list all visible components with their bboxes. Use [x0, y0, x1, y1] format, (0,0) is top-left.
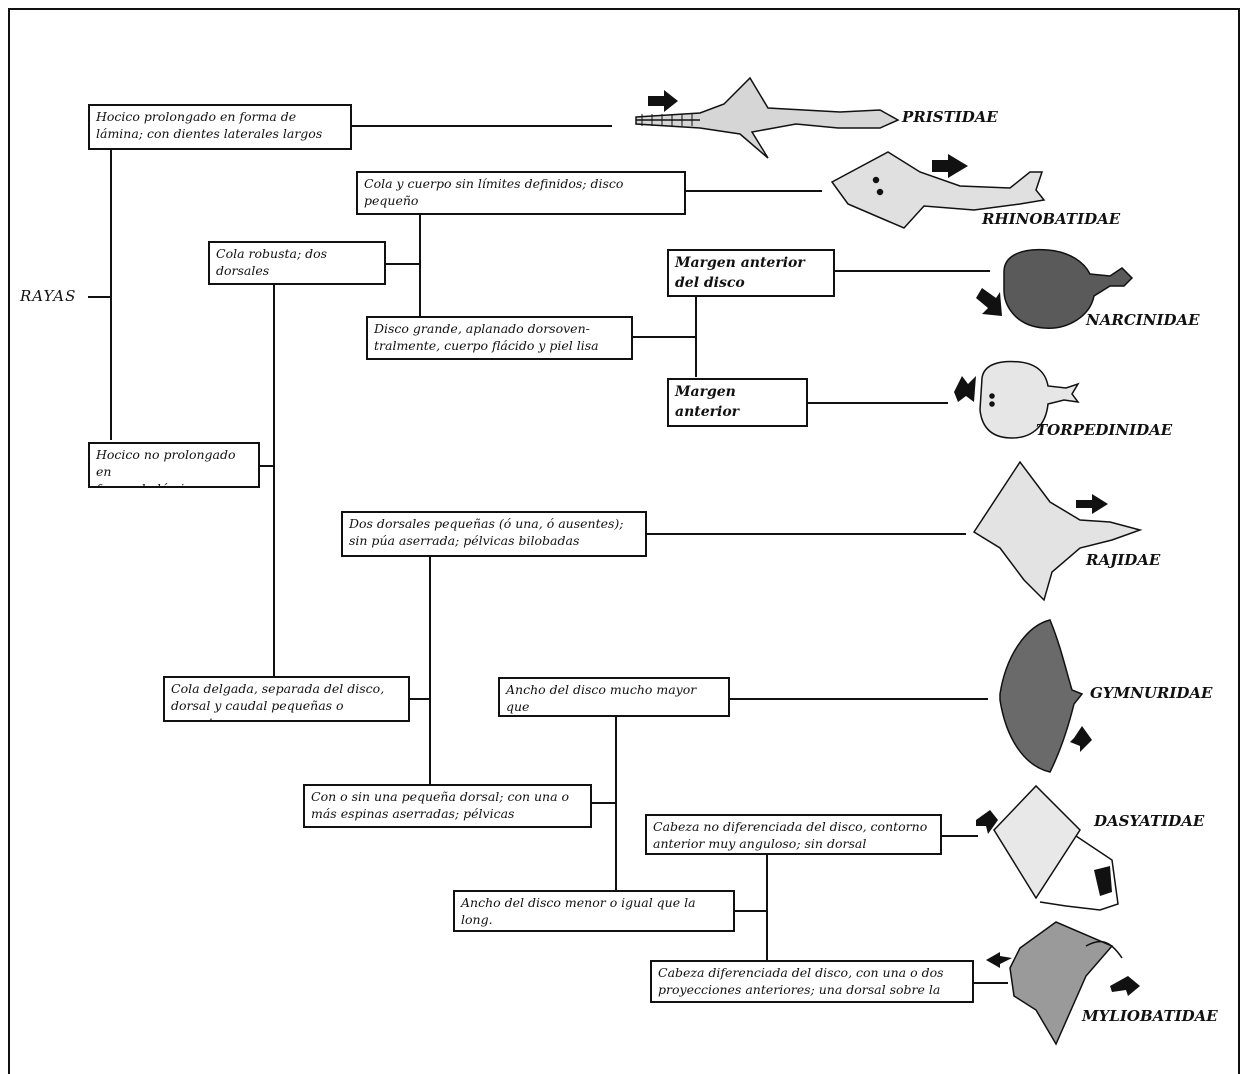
node-disco-grande: Disco grande, aplanado dorsoven- tralmen… — [366, 316, 633, 360]
node-dos-dorsales-pequenas: Dos dorsales pequeñas (ó una, ó ausentes… — [341, 511, 647, 557]
root-label-rayas: RAYAS — [20, 287, 77, 305]
family-label-gymnuridae: GYMNURIDAE — [1090, 684, 1213, 702]
sawfish-illustration — [635, 76, 900, 159]
family-label-myliobatidae: MYLIOBATIDAE — [1082, 1007, 1218, 1025]
stingray-illustration — [976, 784, 1119, 911]
family-label-rhinobatidae: RHINOBATIDAE — [982, 210, 1121, 228]
family-label-dasyatidae: DASYATIDAE — [1094, 812, 1205, 830]
node-hocico-no-prolongado: Hocico no prolongado en forma de lámina — [88, 442, 260, 488]
node-margen-recto: Margen anterior del disco recto — [667, 378, 808, 427]
node-con-o-sin-dorsal: Con o sin una pequeña dorsal; con una o … — [303, 784, 592, 828]
node-cola-delgada: Cola delgada, separada del disco, dorsal… — [163, 676, 410, 722]
family-label-rajidae: RAJIDAE — [1086, 551, 1161, 569]
node-ancho-menor: Ancho del disco menor o igual que la lon… — [453, 890, 735, 932]
node-hocico-prolongado: Hocico prolongado en forma de lámina; co… — [88, 104, 352, 150]
torpedo-ray-illustration — [954, 360, 1080, 439]
node-margen-redondeado: Margen anterior del disco redondeado — [667, 249, 835, 297]
eagle-ray-illustration — [986, 921, 1140, 1046]
node-cola-robusta: Cola robusta; dos dorsales grandes y una… — [208, 241, 386, 285]
node-cola-cuerpo-sin-limites: Cola y cuerpo sin límites definidos; dis… — [356, 171, 686, 215]
electric-ray-illustration — [976, 248, 1134, 329]
node-ancho-mayor: Ancho del disco mucho mayor que la longi… — [498, 677, 730, 717]
node-cabeza-no-diferenciada: Cabeza no diferenciada del disco, contor… — [645, 814, 942, 855]
guitarfish-illustration — [830, 151, 1046, 229]
skate-illustration — [972, 460, 1143, 602]
node-cabeza-diferenciada: Cabeza diferenciada del disco, con una o… — [650, 960, 974, 1003]
family-label-pristidae: PRISTIDAE — [902, 108, 998, 126]
family-label-torpedinidae: TORPEDINIDAE — [1036, 421, 1173, 439]
diagram-frame — [8, 8, 1240, 1074]
family-label-narcinidae: NARCINIDAE — [1086, 311, 1200, 329]
butterfly-ray-illustration — [999, 619, 1092, 773]
